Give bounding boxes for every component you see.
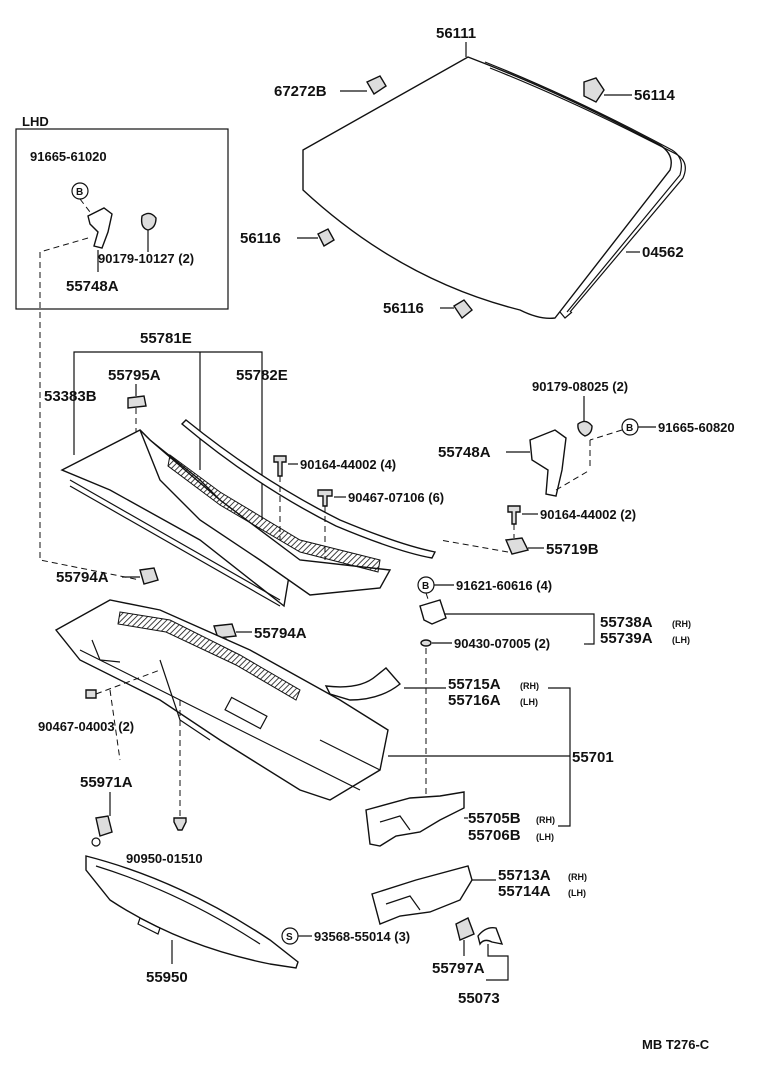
part-55715a-suffix: (RH)	[520, 681, 539, 691]
screw-letter-s: S	[286, 932, 293, 943]
part-55795a-label: 55795A	[108, 367, 161, 384]
clip-90950-01510-icon	[173, 817, 187, 831]
bracket-55713a	[371, 865, 473, 925]
part-90430-07005-label: 90430-07005 (2)	[454, 636, 550, 651]
windshield-glass	[302, 56, 686, 320]
nut-90430-07005-icon	[420, 639, 432, 647]
part-55714a-suffix: (LH)	[568, 888, 586, 898]
part-56114-label: 56114	[634, 87, 676, 104]
part-55950-label: 55950	[146, 969, 188, 986]
part-55781e-label: 55781E	[140, 330, 192, 347]
screw-90164-44002-b-icon	[507, 505, 521, 525]
part-55705b-suffix: (RH)	[536, 815, 555, 825]
windshield-stop-67272b	[366, 75, 387, 95]
lhd-bracket-55748a	[87, 207, 113, 249]
clip-55073	[477, 926, 504, 946]
part-56116-lower-label: 56116	[383, 300, 424, 317]
part-55739a-label: 55739A	[600, 630, 653, 647]
lhd-nut-icon	[140, 212, 157, 231]
part-90950-01510-label: 90950-01510	[126, 851, 203, 866]
cowl-panel-55701	[54, 599, 389, 801]
part-55794a-left-label: 55794A	[56, 569, 109, 586]
part-90164-44002-b-label: 90164-44002 (2)	[540, 507, 636, 522]
part-56116-upper-label: 56116	[240, 230, 281, 247]
part-55719b-label: 55719B	[546, 541, 599, 558]
bracket-55705b	[365, 791, 465, 847]
part-55713a-suffix: (RH)	[568, 872, 587, 882]
part-90179-10127-label: 90179-10127 (2)	[98, 251, 194, 266]
part-55715a-label: 55715A	[448, 676, 501, 693]
part-90164-44002-label: 90164-44002 (4)	[300, 457, 396, 472]
cowl-louver-55781e	[60, 429, 392, 608]
part-55713a-label: 55713A	[498, 867, 551, 884]
part-55748a-lhd-label: 55748A	[66, 278, 119, 295]
part-04562-label: 04562	[642, 244, 684, 261]
windshield-spacer-56116-upper	[317, 228, 335, 247]
bolt-letter-b: B	[626, 423, 633, 434]
part-55706b-label: 55706B	[468, 827, 521, 844]
part-55701-label: 55701	[572, 749, 614, 766]
part-55716a-suffix: (LH)	[520, 697, 538, 707]
bracket-55748a	[529, 429, 567, 497]
part-55073-label: 55073	[458, 990, 500, 1007]
cushion-55794a-right	[213, 623, 237, 639]
part-91665-61020-label: 91665-61020	[30, 149, 107, 164]
windshield-spacer-56114	[583, 77, 605, 103]
part-91621-60616-label: 91621-60616 (4)	[456, 578, 552, 593]
cushion-55794a-left	[139, 567, 159, 585]
cowl-seal-55782e	[180, 419, 437, 559]
part-53383b-label: 53383B	[44, 388, 97, 405]
part-55716a-label: 55716A	[448, 692, 501, 709]
part-90467-07106-label: 90467-07106 (6)	[348, 490, 444, 505]
part-56111-label: 56111	[436, 25, 476, 42]
part-55705b-label: 55705B	[468, 810, 521, 827]
panel-55950	[85, 855, 299, 969]
part-91665-60820-label: 91665-60820	[658, 420, 735, 435]
part-55738a-suffix: (RH)	[672, 619, 691, 629]
drawing-code: MB T276-C	[642, 1037, 710, 1052]
bolt-letter-b2: B	[422, 581, 429, 592]
seal-55715a	[324, 667, 402, 701]
part-67272b-label: 67272B	[274, 83, 327, 100]
part-93568-55014-label: 93568-55014 (3)	[314, 929, 410, 944]
clip-55971a-icon	[95, 815, 113, 837]
bolt-symbol-letter: B	[76, 187, 83, 198]
clip-90467-04003-icon	[85, 689, 97, 699]
clip-90467-07106-icon	[317, 489, 333, 507]
part-55797a-label: 55797A	[432, 960, 485, 977]
cushion-55797a	[455, 917, 475, 941]
part-55794a-right-label: 55794A	[254, 625, 307, 642]
cowl-cushion-55795a	[127, 395, 147, 409]
part-55782e-label: 55782E	[236, 367, 288, 384]
part-90467-04003-label: 90467-04003 (2)	[38, 719, 134, 734]
part-55706b-suffix: (LH)	[536, 832, 554, 842]
lhd-label: LHD	[22, 114, 49, 129]
part-55971a-label: 55971A	[80, 774, 133, 791]
windshield-spacer-56116-lower	[453, 299, 473, 320]
bracket-55738a	[419, 599, 447, 625]
part-55739a-suffix: (LH)	[672, 635, 690, 645]
part-55748a-label: 55748A	[438, 444, 491, 461]
screw-90164-44002-icon	[273, 455, 287, 477]
lhd-inset-frame	[15, 128, 229, 310]
part-90179-08025-label: 90179-08025 (2)	[532, 379, 628, 394]
nut-90179-08025-icon	[577, 420, 593, 437]
part-55738a-label: 55738A	[600, 614, 653, 631]
part-55714a-label: 55714A	[498, 883, 551, 900]
clip-55719b-icon	[504, 537, 530, 555]
